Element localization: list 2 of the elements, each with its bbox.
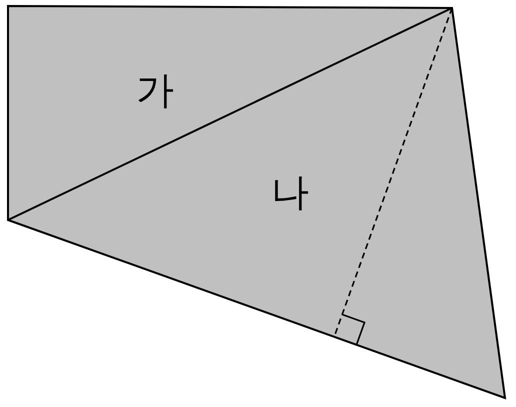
region-label: 가 xyxy=(136,71,174,109)
region-label: 나 xyxy=(271,173,309,211)
